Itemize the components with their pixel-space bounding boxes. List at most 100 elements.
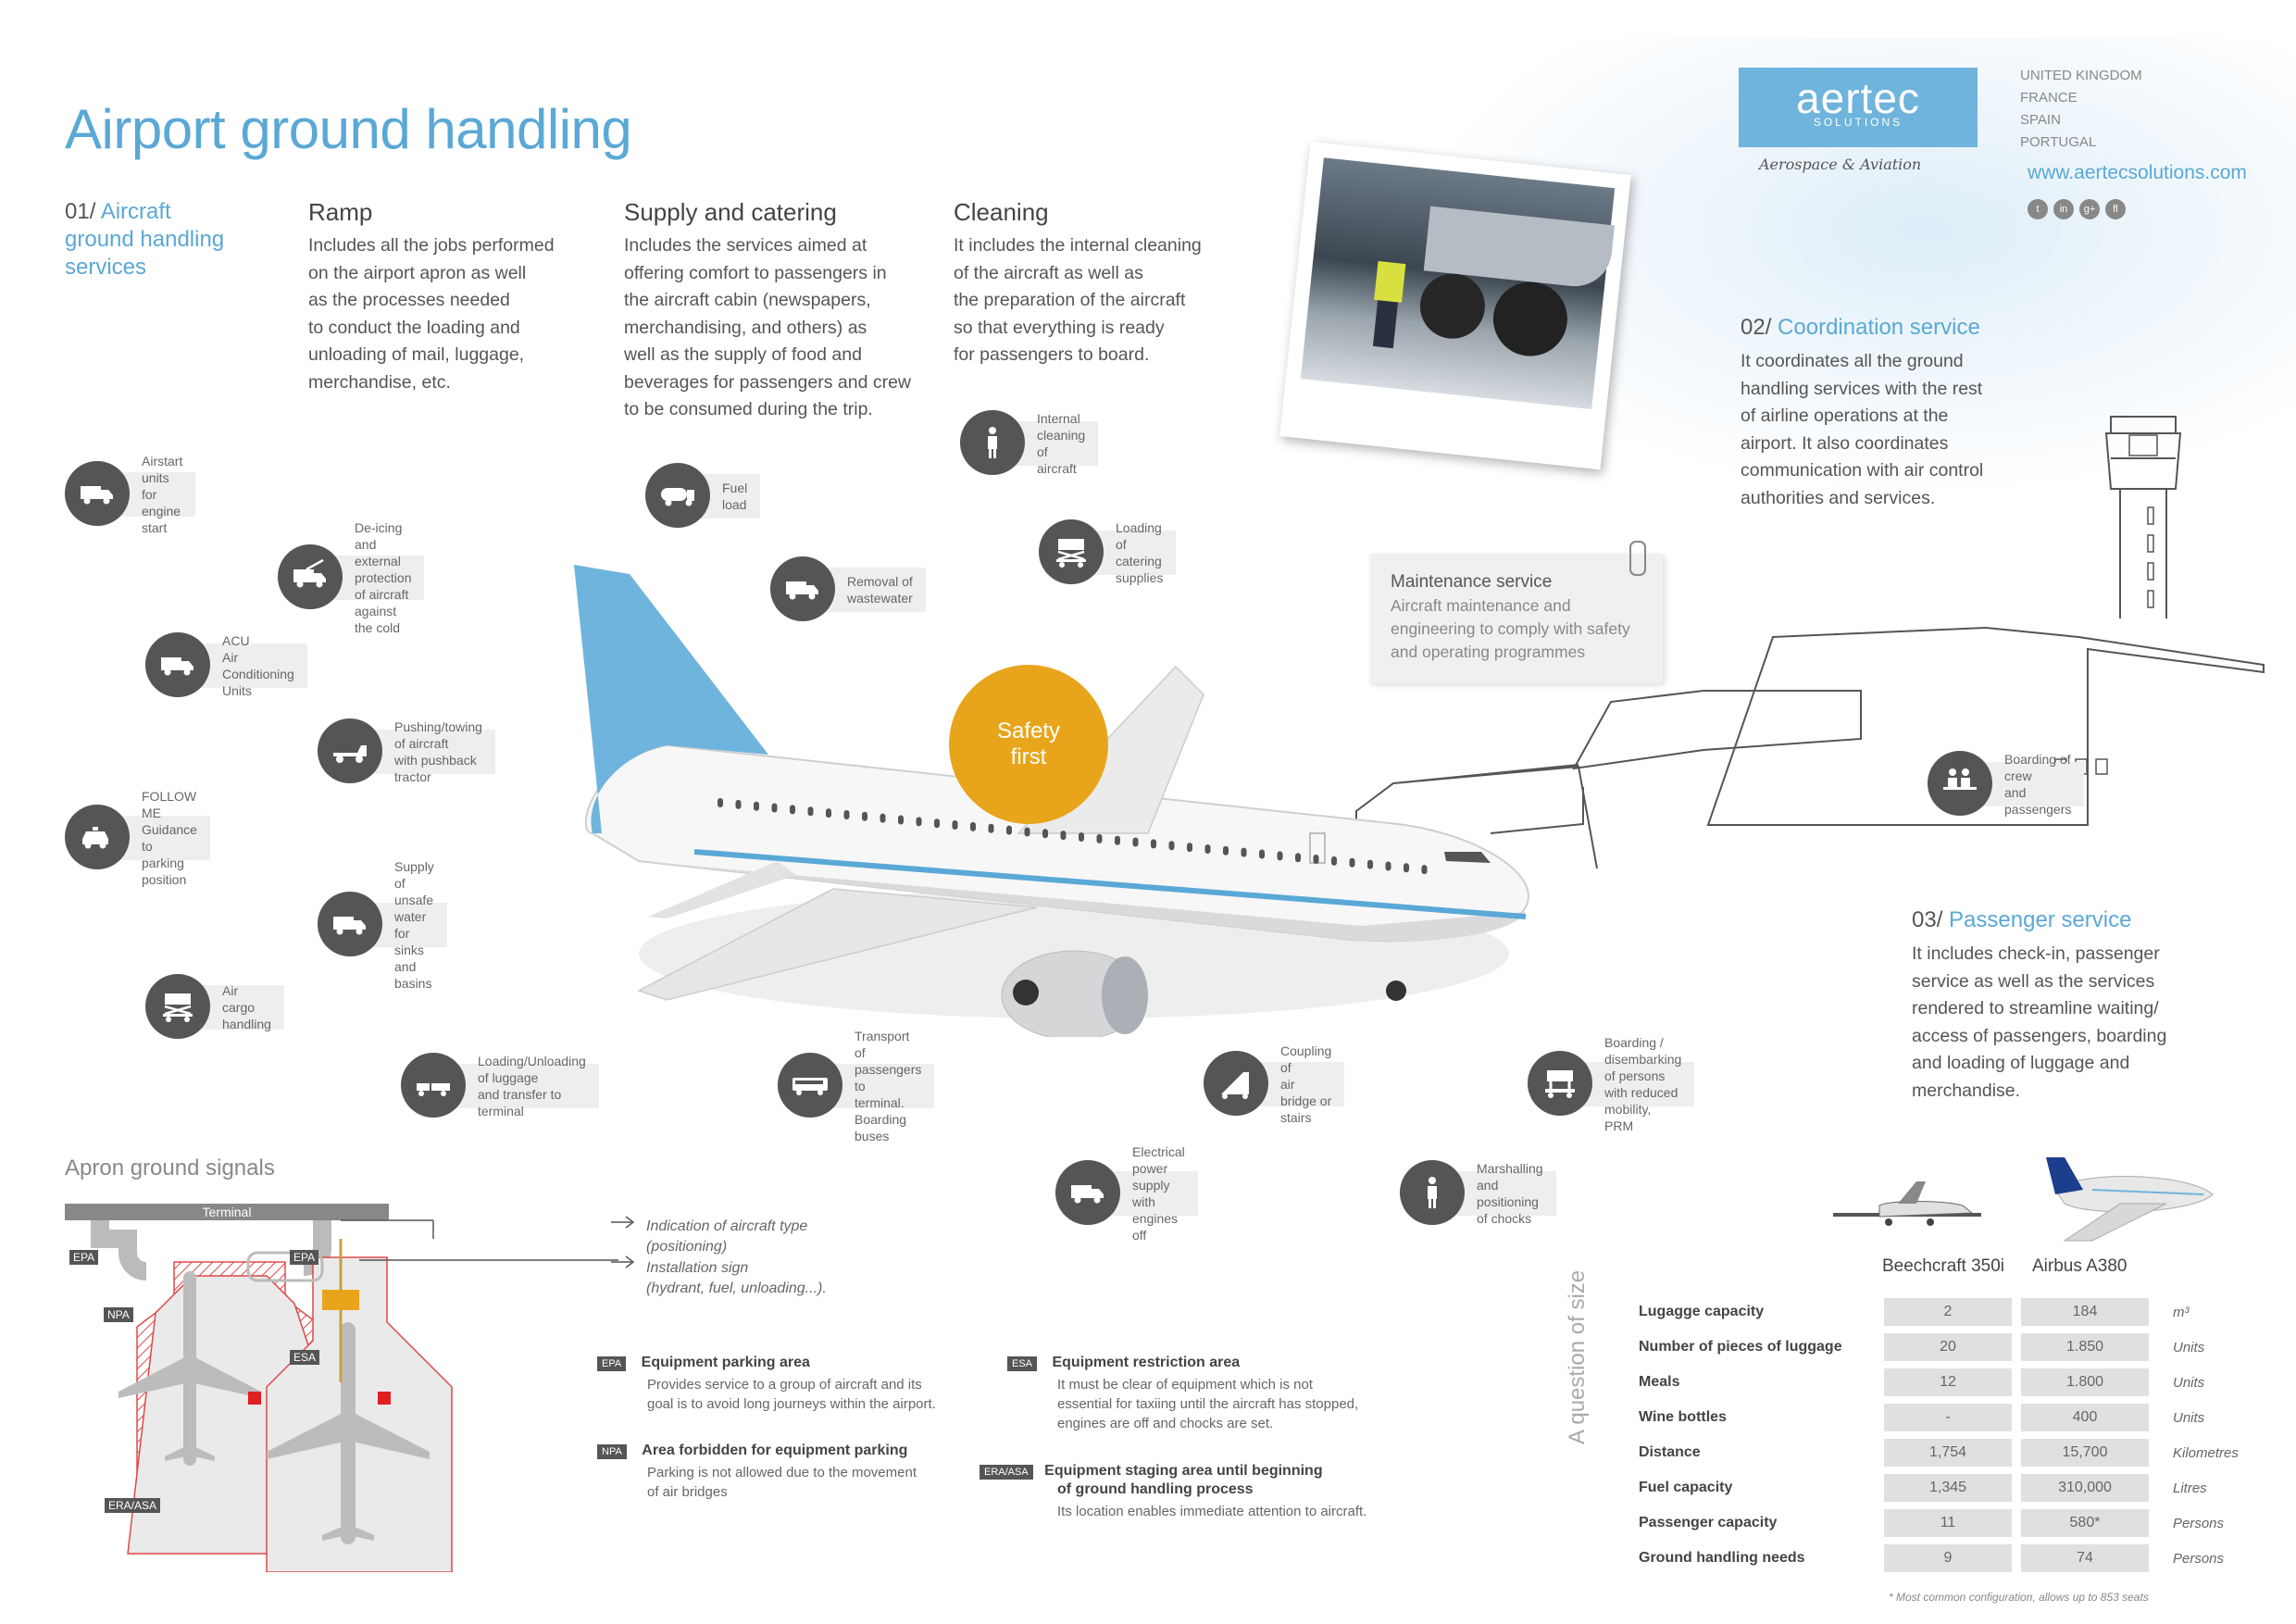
cell-beechcraft: 9 [1884,1544,2012,1572]
maintenance-line: and operating programmes [1391,643,1586,661]
cell-airbus: 580* [2021,1509,2149,1537]
cabin-window [1042,829,1048,839]
aircraft-silhouette-right [267,1322,430,1544]
column-beechcraft: Beechcraft 350i [1882,1256,2005,1276]
passenger-line: service as well as the services [1912,970,2155,992]
ramp-line: Includes all the jobs performed [308,235,555,256]
callout-line: Indication of aircraft type [646,1218,808,1234]
service-label: ACU Air Conditioning Units [196,633,307,698]
aertec-logo[interactable]: aertec SOLUTIONS [1739,68,1978,147]
coordination-section: 02/ Coordination service It coordinates … [1741,315,1983,512]
truck-icon [770,556,835,621]
ramp-column: Ramp Includes all the jobs performed on … [308,198,555,396]
section-02-name: Coordination service [1778,315,1980,340]
cell-airbus: 1.850 [2021,1333,2149,1361]
passenger-section: 03/ Passenger service It includes check-… [1912,907,2166,1105]
website-link[interactable]: www.aertecsolutions.com [2028,162,2247,183]
section-01-number: 01/ [65,199,96,224]
logo-wordmark: aertec [1796,74,1920,122]
legend-line: of air bridges [647,1484,728,1500]
installation-sign [322,1290,359,1310]
ramp-heading: Ramp [308,198,373,226]
cell-airbus: 1.800 [2021,1368,2149,1396]
service-label: Air cargo handling [196,983,284,1031]
cell-beechcraft: 12 [1884,1368,2012,1396]
cell-airbus: 15,700 [2021,1439,2149,1467]
cabin-window [952,820,958,831]
truck-icon [318,892,382,956]
cell-unit: Units [2173,1374,2205,1391]
linkedin-icon[interactable]: in [2053,199,2074,219]
supply-line: beverages for passengers and crew [624,371,912,393]
safety-label-l2: first [1010,744,1047,769]
photo-worker [1374,261,1406,303]
air-bridge-left [91,1220,147,1280]
cabin-window [916,817,922,827]
nose-gear-wheel [1386,981,1406,1001]
legend-esa: ESA Equipment restriction area It must b… [1007,1355,1358,1433]
stairs-icon [1204,1051,1268,1116]
coordination-line: authorities and services. [1741,487,1936,508]
cabin-window [1204,843,1211,854]
air-bridge-upper [1572,690,1862,770]
legend-key: EPA [597,1356,627,1371]
terminal-label: Terminal [203,1205,252,1219]
truck-icon [145,632,210,697]
callout-arrows [611,1216,635,1268]
tag-esa: ESA [290,1350,320,1365]
row-label: Number of pieces of luggage [1639,1339,1842,1355]
terminal-bar [65,1204,389,1220]
cabin-window [1349,857,1355,868]
supply-column: Supply and catering Includes the service… [624,198,911,424]
callout-line: (hydrant, fuel, unloading...). [646,1280,827,1296]
legend-key: NPA [597,1444,627,1459]
legend-epa: EPA Equipment parking area Provides serv… [597,1355,936,1414]
beechcraft-illustration [1833,1181,1981,1226]
bus-icon [778,1053,842,1118]
googleplus-icon[interactable]: g+ [2079,199,2100,219]
service-label: Transport of passengers to terminal. Boa… [829,1029,935,1143]
lift-truck-icon [1528,1051,1592,1116]
cabin-window [1241,847,1247,857]
country: SPAIN [2020,112,2061,128]
flickr-icon[interactable]: fl [2105,199,2126,219]
cleaning-line: so that everything is ready [954,317,1165,338]
legend-line: Parking is not allowed due to the moveme… [647,1465,917,1480]
cleaning-description: It includes the internal cleaning of the… [954,232,1202,369]
cabin-windows [718,798,1428,875]
column-airbus: Airbus A380 [2032,1256,2128,1276]
cabin-window [718,798,723,807]
size-table-label: A question of size [1565,1269,1590,1444]
cell-unit: Persons [2173,1515,2225,1531]
passenger-line: It includes check-in, passenger [1912,943,2160,964]
service-label: Marshalling and positioning of chocks [1451,1161,1556,1226]
page-title: Airport ground handling [65,98,632,160]
passenger-line: and loading of luggage and [1912,1053,2130,1073]
legend-key: ESA [1007,1356,1038,1371]
logo-tagline: Aerospace & Aviation [1759,156,1922,173]
service-label: De-icing and external protection of airc… [329,520,425,635]
table-row: Number of pieces of luggage 20 1.850 Uni… [1639,1330,2287,1365]
country-list: UNITED KINGDOM FRANCE SPAIN PORTUGAL [2020,65,2142,154]
ramp-line: as the processes needed [308,290,510,310]
service-label: Loading/Unloading of luggage and transfe… [452,1054,599,1118]
service-label: Pushing/towing of aircraft with pushback… [368,719,495,784]
supply-heading: Supply and catering [624,198,837,226]
country: FRANCE [2020,90,2078,106]
cabin-window [988,823,994,833]
coordination-line: communication with air control [1741,460,1984,481]
cabin-window [1295,853,1301,863]
control-tower [2104,416,2182,618]
person-icon [960,410,1025,475]
tail-fin [574,565,768,833]
twitter-icon[interactable]: t [2028,199,2048,219]
cleaning-line: the preparation of the aircraft [954,290,1186,310]
row-label: Fuel capacity [1639,1480,1733,1495]
legend-line: It must be clear of equipment which is n… [1057,1377,1313,1393]
maintenance-note: Maintenance service Aircraft maintenance… [1370,541,1663,683]
cell-beechcraft: 2 [1884,1298,2012,1326]
cell-beechcraft: 1,345 [1884,1474,2012,1502]
main-gear-wheel [1013,980,1039,1006]
service-label: Boarding of crew and passengers [1978,752,2085,817]
coordination-line: of airline operations at the [1741,406,1949,426]
